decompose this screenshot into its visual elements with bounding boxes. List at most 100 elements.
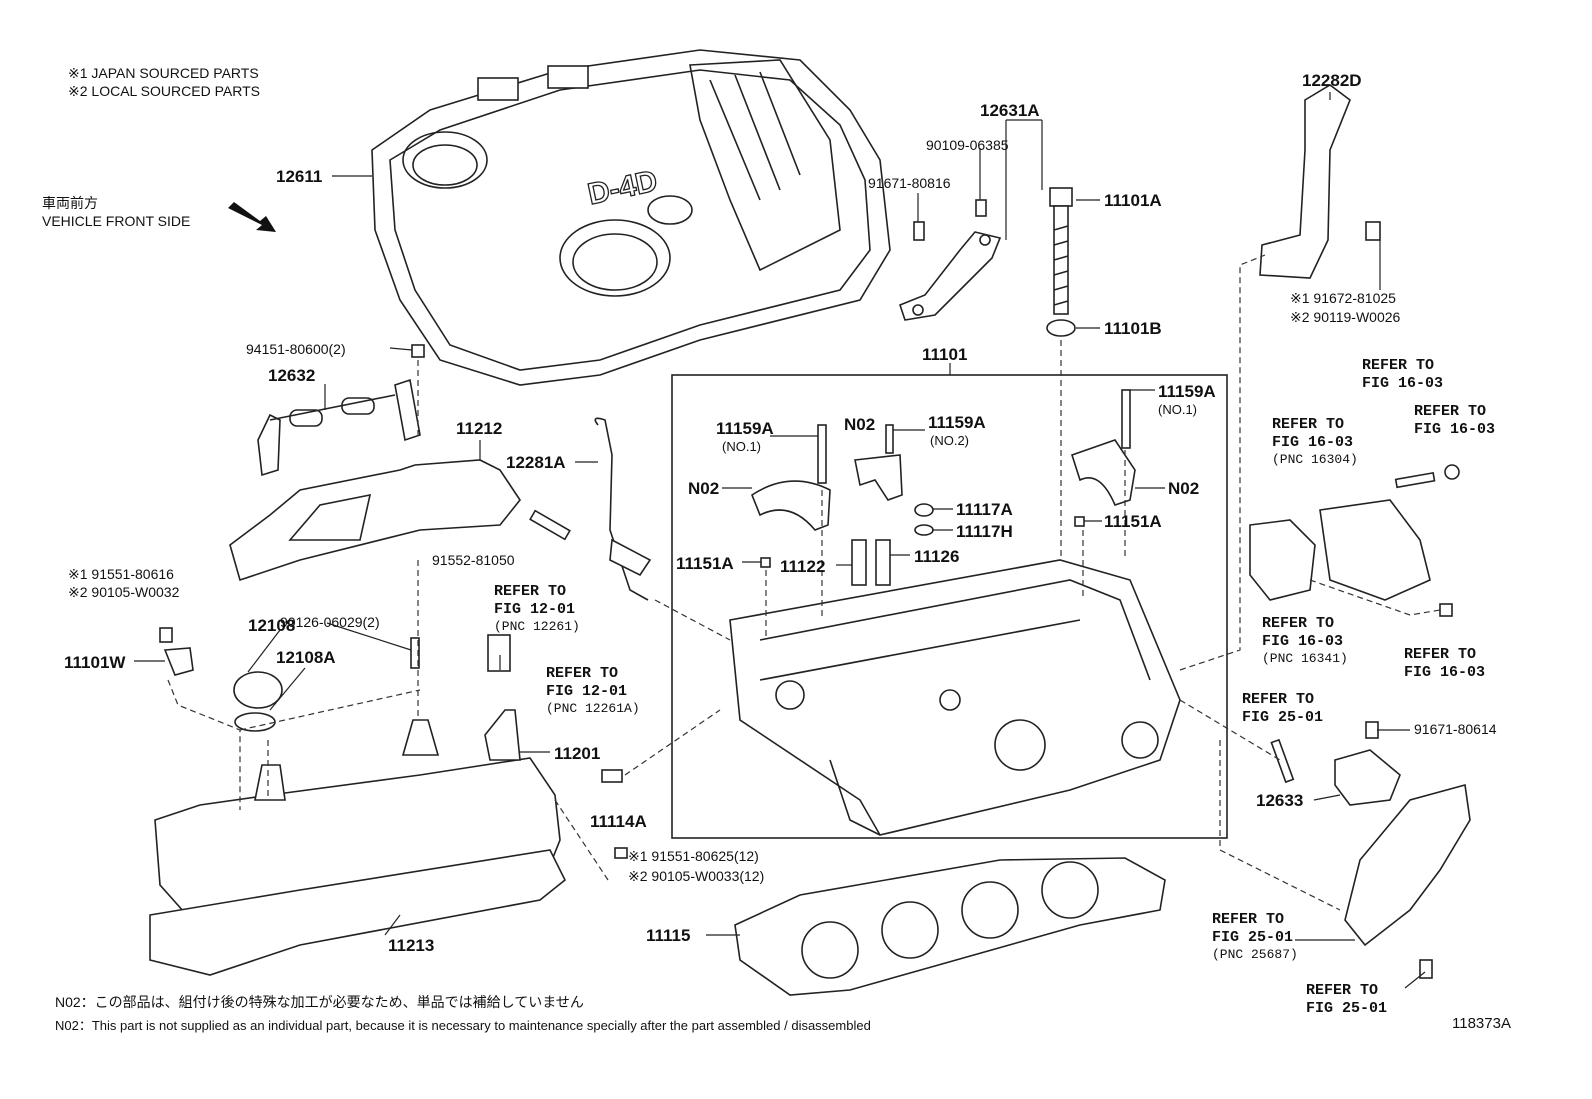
vehicle-front-arrow-icon [228,202,276,232]
label-11101W: 11101W [64,653,126,672]
label-12631A: 12631A [980,101,1040,120]
gasket-11213 [149,849,567,976]
refer-fig-25-01-c: REFER TO FIG 25-01 [1306,982,1387,1018]
bolt-11159A-3 [1121,389,1131,449]
refer-line: REFER TO [1362,357,1435,374]
label-90119-W0026: ※2 90119-W0026 [1290,309,1401,325]
cylinder-head [729,559,1181,836]
rod-12632 [257,378,421,477]
label-11101A: 11101A [1104,191,1162,210]
engine-cover-12611 [371,49,891,386]
cap-n02-b [854,454,903,501]
note-japan-sourced: ※1 JAPAN SOURCED PARTS [68,65,259,81]
bracket-25687 [1344,783,1471,947]
bolt-91672 [1365,221,1381,241]
refer-fig-16-03-a: REFER TO FIG 16-03 [1362,357,1443,393]
vehicle-front-jp: 車両前方 [42,195,98,211]
cover-11212 [229,459,521,582]
refer-fig-12-01-b: REFER TO FIG 12-01 (PNC 12261A) [546,665,640,717]
label-90126-06029: 90126-06029(2) [280,614,380,630]
pin-11151A-a [1074,516,1085,527]
note-local-sourced: ※2 LOCAL SOURCED PARTS [68,83,260,99]
bracket-12633 [1334,749,1401,806]
label-91671-80816: 91671-80816 [868,175,951,191]
washer-11101B [1046,319,1076,337]
refer-pnc: (PNC 16304) [1272,452,1358,467]
pin-11114A [601,769,623,783]
label-11117H: 11117H [956,522,1013,541]
gasket-12108A [234,712,276,732]
refer-fig: FIG 25-01 [1242,709,1324,726]
n02-note-jp: N02：この部品は、組付け後の特殊な加工が必要なため、単品では補給していません [55,994,584,1010]
refer-pnc: (PNC 25687) [1212,947,1298,962]
label-11159A-no1-sub: (NO.1) [722,439,761,454]
label-91671-80614: 91671-80614 [1414,721,1497,737]
refer-line: REFER TO [494,583,567,600]
label-11117A: 11117A [956,500,1013,519]
refer-pnc: (PNC 16341) [1262,651,1348,666]
label-12282D: 12282D [1302,71,1362,90]
ring-11117H [914,524,934,536]
refer-line: REFER TO [1272,416,1345,433]
vehicle-front-en: VEHICLE FRONT SIDE [42,213,191,229]
label-11213: 11213 [388,936,435,955]
label-11212: 11212 [456,419,503,438]
label-12281A: 12281A [506,453,566,472]
label-11159A-no1-right-sub: (NO.1) [1158,402,1197,417]
sleeve-11122 [851,539,867,586]
bolt-11101A [1049,187,1073,315]
refer-line: REFER TO [1242,691,1315,708]
nut-94151 [411,344,425,358]
oil-cap-12108 [233,671,283,709]
label-91551-80625: ※1 91551-80625(12) [628,848,759,864]
label-90105-W0033: ※2 90105-W0033(12) [628,868,765,884]
refer-line: REFER TO [1414,403,1487,420]
label-11101B: 11101B [1104,319,1162,338]
label-11122: 11122 [780,557,826,576]
head-gasket-11115 [734,857,1166,996]
refer-fig-12-01-a: REFER TO FIG 12-01 (PNC 12261) [494,583,580,635]
label-11114A: 11114A [590,812,647,831]
refer-fig: FIG 12-01 [494,601,576,618]
label-11151A-right: 11151A [1104,512,1162,531]
refer-line: REFER TO [1404,646,1477,663]
label-11159A-no1-right: 11159A [1158,382,1216,401]
label-11101: 11101 [922,345,968,364]
figure-id: 118373A [1452,1015,1511,1032]
label-11115: 11115 [646,926,691,945]
bolt-11159A-2 [885,424,894,454]
sensor-11101W [163,647,194,676]
label-90105-W0032: ※2 90105-W0032 [68,584,180,600]
alignment-lines [167,254,1441,911]
label-11159A-no2-sub: (NO.2) [930,433,969,448]
label-11126: 11126 [914,547,960,566]
label-12632: 12632 [268,366,316,385]
refer-line: REFER TO [1262,615,1335,632]
refer-fig-25-01-b: REFER TO FIG 25-01 (PNC 25687) [1212,911,1298,963]
refer-pnc: (PNC 12261A) [546,701,640,716]
label-91672-81025: ※1 91672-81025 [1290,290,1396,306]
refer-line: REFER TO [1212,911,1285,928]
label-91551-80616: ※1 91551-80616 [68,566,174,582]
cap-n02-a [751,480,831,531]
refer-fig-16-03-d: REFER TO FIG 16-03 (PNC 16341) [1262,615,1348,667]
gasket-16341 [1249,519,1316,601]
label-11159A-no2: 11159A [928,413,986,432]
label-94151-80600: 94151-80600(2) [246,341,346,357]
label-n02-c: N02 [1168,479,1200,498]
refer-fig: FIG 12-01 [546,683,628,700]
guide-12281A [594,417,649,601]
refer-fig: FIG 16-03 [1404,664,1486,681]
bracket-12282D [1259,84,1351,279]
refer-line: REFER TO [546,665,619,682]
refer-fig-16-03-c: REFER TO FIG 16-03 [1414,403,1495,439]
label-11151A-left: 11151A [676,554,734,573]
refer-line: REFER TO [1306,982,1379,999]
label-12611: 12611 [276,167,323,186]
refer-fig: FIG 25-01 [1306,1000,1388,1017]
label-n02-b: N02 [844,415,876,434]
outlet-16304 [1319,499,1431,601]
bracket-12631A [899,199,1002,321]
label-11201: 11201 [554,744,601,763]
